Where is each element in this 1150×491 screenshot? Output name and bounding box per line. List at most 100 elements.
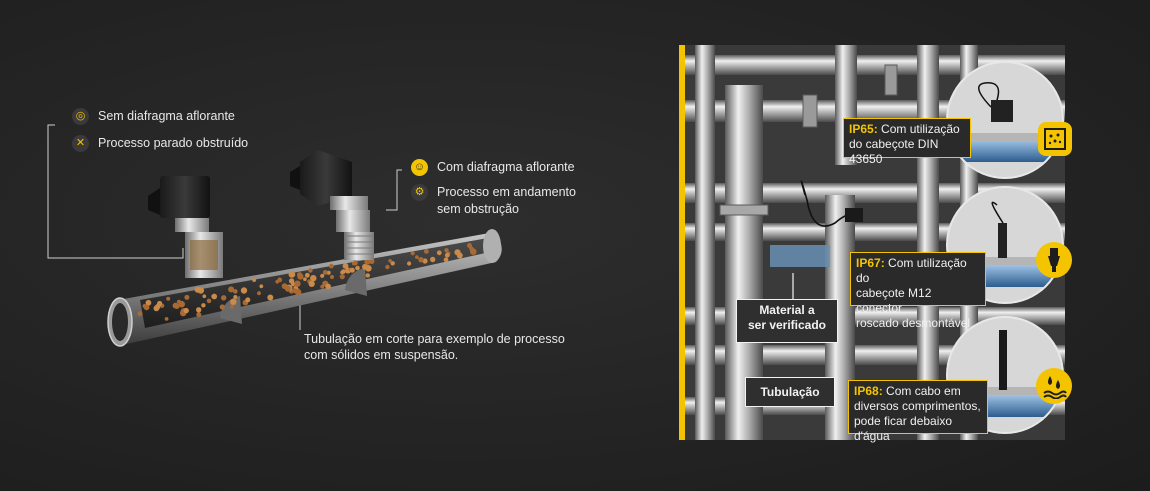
solid-particle (444, 248, 449, 253)
solid-particle (297, 273, 304, 280)
water-drops-icon (1036, 368, 1072, 404)
solid-particle (196, 307, 202, 313)
solid-particle (166, 296, 171, 301)
caption-line-1: Tubulação em corte para exemplo de proce… (304, 332, 565, 346)
solid-particle (245, 297, 251, 303)
solid-particle (424, 249, 429, 254)
solid-particle (164, 317, 169, 321)
crossed-arrows-icon: ✕ (72, 134, 89, 152)
pressure-sensor-recessed (148, 176, 223, 278)
legend-label: Com diafragma aflorante (437, 160, 575, 174)
solid-particle (410, 251, 415, 256)
solid-particle (444, 252, 450, 258)
ip-code: IP67 (856, 256, 881, 270)
solid-particle (142, 304, 147, 308)
solid-particle (310, 275, 317, 282)
material-tag-line-2: ser verificado (747, 318, 827, 332)
solid-particle (183, 307, 189, 314)
solid-particle (184, 294, 190, 300)
ip-code: IP68 (854, 384, 879, 398)
solid-particle (355, 265, 360, 271)
solid-particle (388, 259, 392, 263)
solid-particle (362, 263, 368, 270)
legend-label: Processo em andamento (437, 185, 576, 199)
material-tag: Material a ser verificado (736, 299, 838, 343)
solid-particle (329, 263, 334, 269)
solid-particle (202, 294, 207, 299)
ip-text-2: cabeçote M12 conector (856, 286, 932, 315)
solid-particle (288, 271, 296, 278)
solid-particle (172, 302, 179, 309)
cutaway-pipe (107, 229, 502, 347)
solid-particle (443, 257, 449, 263)
solid-particle (267, 294, 274, 301)
legend-right: ☺ Com diafragma aflorante ⚙ Processo em … (411, 157, 576, 216)
solid-particle (303, 277, 307, 282)
solid-particle (240, 287, 248, 294)
ip-separator: : (878, 384, 883, 398)
solid-particle (470, 248, 477, 255)
solid-particle (325, 283, 331, 290)
solid-particle (257, 291, 261, 296)
solid-particle (436, 250, 442, 256)
solid-particle (339, 274, 345, 280)
left-illustration (47, 124, 502, 347)
solid-particle (228, 286, 235, 293)
smiley-face-icon: ☺ (411, 158, 428, 176)
solid-particle (415, 255, 419, 259)
solid-particle (454, 249, 461, 256)
ip68-box: IP68: Com cabo em diversos comprimentos,… (848, 380, 988, 443)
solid-particle (233, 289, 238, 294)
legend-item-no-flush: ◎ Sem diafragma aflorante (72, 106, 248, 126)
solid-particle (330, 275, 334, 279)
solid-particle (157, 300, 163, 307)
solid-particle (418, 257, 424, 263)
solid-particle (252, 278, 256, 282)
concentric-circles-icon: ◎ (72, 107, 89, 125)
legend-item-flowing: ⚙ Processo em andamento (411, 182, 576, 202)
ip-text-1: Com utilização do (856, 256, 967, 285)
solid-particle (364, 259, 371, 265)
solid-particle (308, 268, 313, 273)
yellow-divider (679, 45, 685, 440)
ip-code: IP65 (849, 122, 874, 136)
solid-particle (194, 286, 201, 293)
gears-icon: ⚙ (411, 183, 428, 201)
solid-particle (340, 270, 344, 275)
solid-particle (422, 258, 428, 264)
solid-particle (326, 270, 331, 275)
solid-particle (259, 284, 264, 289)
solid-particle (196, 312, 202, 318)
legend-label: Processo parado obstruído (98, 136, 249, 150)
pressure-sensor-flush (290, 150, 374, 260)
solid-particle (219, 304, 225, 310)
legend-label: Sem diafragma aflorante (98, 109, 235, 123)
solid-particle (137, 311, 143, 317)
magnifier-ip65 (946, 61, 1064, 179)
material-tag-line-1: Material a (759, 303, 815, 317)
ip65-box: IP65: Com utilização do cabeçote DIN 436… (843, 118, 971, 166)
ip-text-1: Com utilização (877, 122, 960, 136)
ip-text-3: pode ficar debaixo d'água (854, 414, 953, 443)
leader-line-left (47, 124, 184, 259)
ip67-box: IP67: Com utilização do cabeçote M12 con… (850, 252, 986, 330)
solid-particle (349, 267, 355, 273)
solid-particle (230, 298, 237, 305)
solid-particle (351, 261, 356, 266)
solid-particle (390, 261, 395, 266)
solid-particle (385, 264, 390, 270)
solid-particle (407, 261, 412, 266)
ip-text-3: roscado desmontável (856, 316, 971, 330)
pipe-caption: Tubulação em corte para exemplo de proce… (304, 331, 565, 363)
solid-particle (430, 256, 436, 263)
solid-particle (284, 285, 291, 292)
solid-particle (308, 280, 315, 287)
ip-separator: : (880, 256, 885, 270)
solid-particle (304, 272, 310, 278)
solid-particle (320, 273, 325, 278)
solid-particle (322, 270, 328, 275)
dust-box-icon (1038, 122, 1072, 156)
solid-particle (294, 280, 301, 287)
leader-line-right (386, 169, 402, 211)
solid-particle (288, 278, 295, 284)
